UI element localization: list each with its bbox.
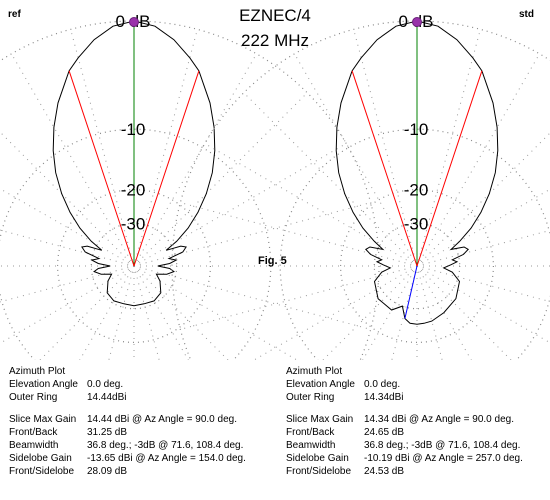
grid-spoke xyxy=(0,229,135,267)
program-title: EZNEC/4 xyxy=(239,6,311,25)
grid-ring xyxy=(0,20,380,360)
grid-spoke xyxy=(416,265,512,360)
grid-spoke xyxy=(416,265,550,344)
grid-spoke xyxy=(416,132,550,267)
grid-spoke xyxy=(133,265,371,330)
max-gain-marker xyxy=(412,17,422,27)
grid-spoke xyxy=(322,265,418,360)
grid-spoke xyxy=(416,265,550,303)
grid-spoke xyxy=(391,265,418,360)
info-value: 0.0 deg. xyxy=(364,379,401,390)
grid-spoke xyxy=(353,29,418,267)
info-key: Beamwidth xyxy=(286,440,336,451)
info-key: Slice Max Gain xyxy=(9,414,77,425)
max-gain-marker xyxy=(129,17,139,27)
grid-spoke xyxy=(133,92,308,267)
grid-spoke xyxy=(294,53,418,267)
sidelobe-line xyxy=(404,265,418,319)
info-key: Front/Back xyxy=(9,427,58,438)
info-key: Front/Back xyxy=(286,427,335,438)
info-value: 28.09 dB xyxy=(87,466,128,477)
grid-spoke xyxy=(253,265,418,360)
ring-label: -10 xyxy=(404,120,429,139)
grid-spoke xyxy=(70,29,135,267)
grid-ring xyxy=(340,189,495,344)
grid-spoke xyxy=(416,29,481,267)
info-value: 14.44 dBi @ Az Angle = 90.0 deg. xyxy=(87,414,237,425)
grid-spoke xyxy=(133,265,160,360)
info-key: Front/Sidelobe xyxy=(286,466,352,477)
grid-ring xyxy=(279,128,550,360)
pattern-trace xyxy=(52,20,216,307)
info-key: Elevation Angle xyxy=(286,379,355,390)
grid-spoke xyxy=(416,53,540,267)
info-key: Slice Max Gain xyxy=(286,414,354,425)
info-value: 24.53 dB xyxy=(364,466,405,477)
grid-spoke xyxy=(180,265,418,330)
plot-type: Azimuth Plot xyxy=(286,366,343,377)
grid-spoke xyxy=(133,29,198,267)
grid-spoke xyxy=(0,265,135,344)
info-value: 31.25 dB xyxy=(87,427,128,438)
ring-label: -30 xyxy=(404,214,429,233)
half-power-line xyxy=(133,70,200,267)
grid-spoke xyxy=(133,53,257,267)
grid-spoke xyxy=(133,202,371,267)
grid-ring xyxy=(171,20,550,360)
grid-ring xyxy=(0,128,272,360)
polar-plots: 0 dB-10-20-30 0 dB-10-20-30 xyxy=(0,12,550,360)
info-value: -13.65 dBi @ Az Angle = 154.0 deg. xyxy=(87,453,246,464)
grid-spoke xyxy=(416,265,443,360)
grid-spoke xyxy=(416,229,550,267)
info-value: 14.44dBi xyxy=(87,392,127,403)
info-value: 36.8 deg.; -3dB @ 71.6, 108.4 deg. xyxy=(364,440,521,451)
ring-label: -20 xyxy=(404,181,429,200)
ring-label: -10 xyxy=(121,120,146,139)
info-value: 24.65 dB xyxy=(364,427,405,438)
frequency-title: 222 MHz xyxy=(240,31,310,50)
plot-type: Azimuth Plot xyxy=(9,366,66,377)
grid-spoke xyxy=(362,265,418,360)
ring-label: -30 xyxy=(121,214,146,233)
grid-spoke xyxy=(416,265,472,360)
info-value: 0.0 deg. xyxy=(87,379,124,390)
info-value: 14.34 dBi @ Az Angle = 90.0 deg. xyxy=(364,414,514,425)
polar-plot-ref: 0 dB-10-20-30 xyxy=(0,12,380,360)
std-label: std xyxy=(519,9,534,20)
ref-label: ref xyxy=(8,9,21,20)
half-power-line xyxy=(351,70,418,267)
polar-plot-std: 0 dB-10-20-30 xyxy=(171,12,550,360)
half-power-line xyxy=(416,70,483,267)
grid-spoke xyxy=(133,265,298,360)
info-value: 36.8 deg.; -3dB @ 71.6, 108.4 deg. xyxy=(87,440,244,451)
info-key: Beamwidth xyxy=(9,440,59,451)
info-key: Sidelobe Gain xyxy=(286,453,349,464)
grid-spoke xyxy=(243,92,418,267)
info-key: Elevation Angle xyxy=(9,379,78,390)
grid-spoke xyxy=(11,53,135,267)
grid-spoke xyxy=(204,143,418,267)
info-key: Front/Sidelobe xyxy=(9,466,75,477)
info-value: -10.19 dBi @ Az Angle = 257.0 deg. xyxy=(364,453,523,464)
half-power-line xyxy=(68,70,135,267)
grid-ring xyxy=(56,189,212,344)
grid-spoke xyxy=(0,131,135,267)
figure-label: Fig. 5 xyxy=(258,255,287,267)
grid-spoke xyxy=(79,265,135,360)
info-key: Sidelobe Gain xyxy=(9,453,72,464)
info-key: Outer Ring xyxy=(9,392,58,403)
ring-label: -20 xyxy=(121,181,146,200)
grid-spoke xyxy=(39,265,135,360)
info-key: Outer Ring xyxy=(286,392,335,403)
grid-spoke xyxy=(180,202,418,267)
grid-spoke xyxy=(108,265,135,360)
pattern-trace xyxy=(335,20,499,325)
grid-spoke xyxy=(0,265,135,303)
info-value: 14.34dBi xyxy=(364,392,404,403)
grid-spoke xyxy=(133,143,347,267)
grid-spoke xyxy=(133,265,189,360)
